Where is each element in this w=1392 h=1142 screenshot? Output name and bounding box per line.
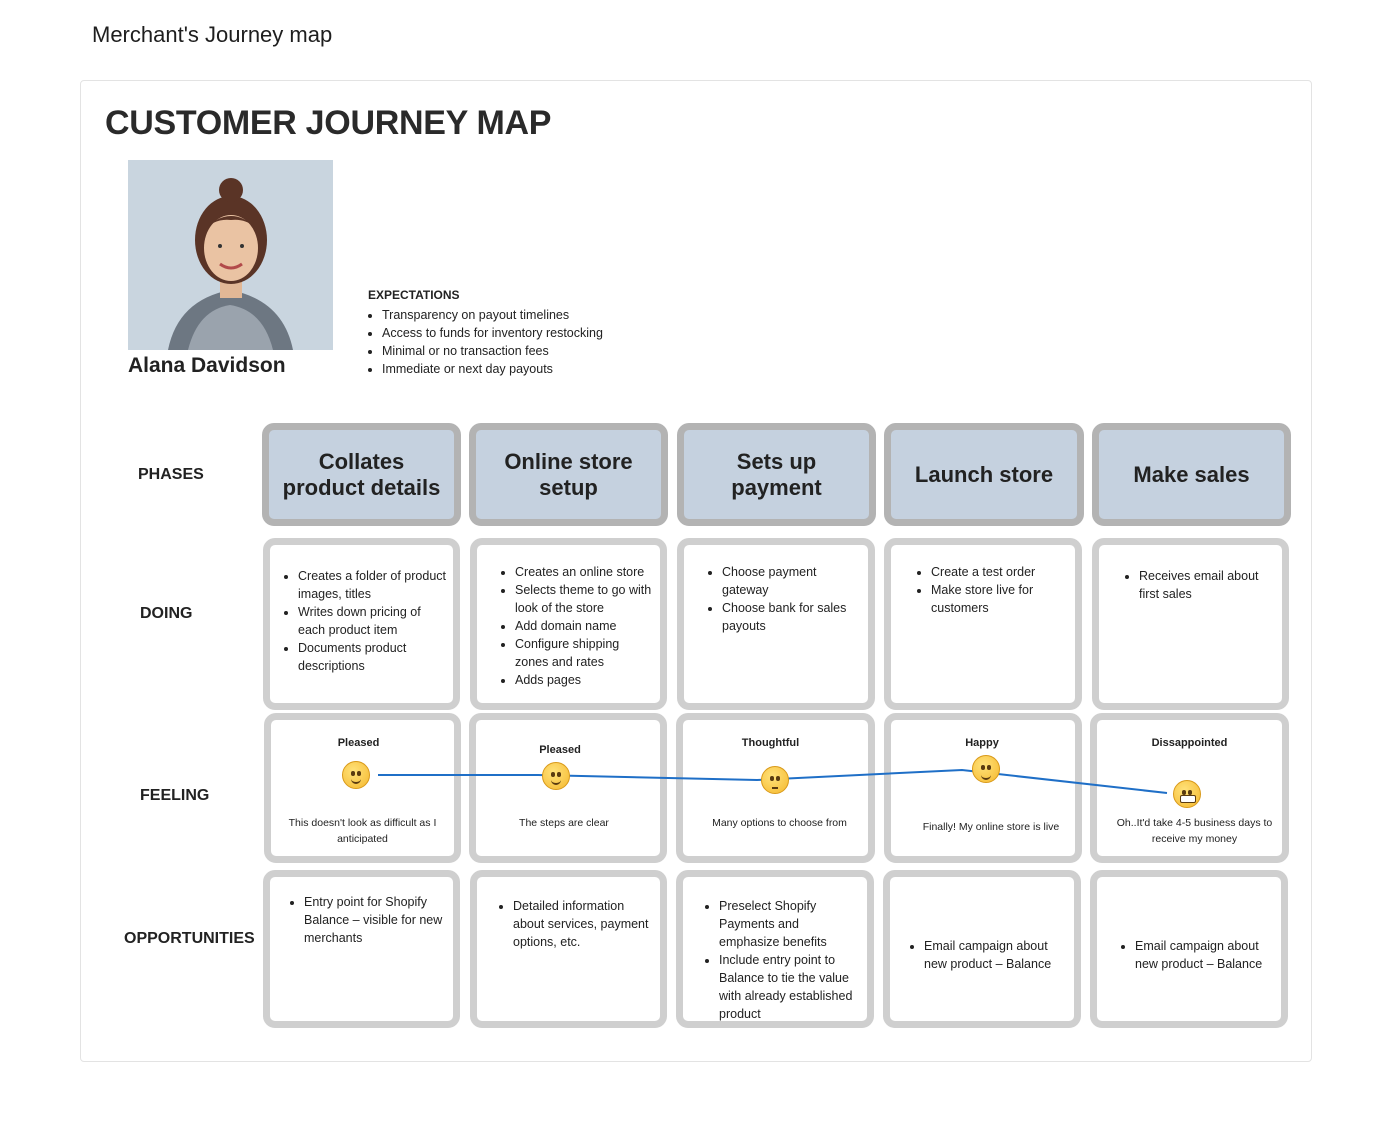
feeling-note: Oh..It'd take 4-5 business days to recei… bbox=[1116, 817, 1273, 845]
doing-list: Receives email about first sales bbox=[1121, 567, 1272, 603]
expectations-title: EXPECTATIONS bbox=[368, 288, 460, 302]
expectation-item: Minimal or no transaction fees bbox=[382, 342, 603, 360]
feeling-note: This doesn't look as difficult as I anti… bbox=[288, 817, 437, 845]
doing-item: Make store live for customers bbox=[931, 581, 1065, 617]
phase-title: Online store setup bbox=[504, 448, 633, 500]
feeling-card: Pleased This doesn't look as difficult a… bbox=[264, 713, 461, 863]
phase-title: Collates product details bbox=[282, 448, 441, 500]
feeling-label: Pleased bbox=[539, 744, 581, 756]
expectations-block: EXPECTATIONS Transparency on payout time… bbox=[368, 288, 603, 378]
feeling-label: Dissappointed bbox=[1151, 737, 1228, 749]
doing-item: Create a test order bbox=[931, 563, 1065, 581]
opportunity-list: Entry point for Shopify Balance – visibl… bbox=[286, 893, 447, 947]
phase-card: Make sales bbox=[1092, 423, 1291, 526]
doing-item: Writes down pricing of each product item bbox=[298, 603, 447, 639]
monocle-face-icon bbox=[761, 766, 789, 794]
doing-item: Selects theme to go with look of the sto… bbox=[515, 581, 654, 617]
opportunity-card: Email campaign about new product – Balan… bbox=[883, 870, 1081, 1028]
doing-item: Adds pages bbox=[515, 671, 654, 689]
doing-list: Create a test order Make store live for … bbox=[913, 563, 1065, 617]
opportunity-item: Preselect Shopify Payments and emphasize… bbox=[719, 897, 859, 951]
doing-item: Choose payment gateway bbox=[722, 563, 858, 599]
feeling-card: Happy Finally! My online store is live bbox=[884, 713, 1082, 863]
persona-portrait-icon bbox=[128, 160, 333, 350]
persona-name: Alana Davidson bbox=[128, 354, 286, 377]
doing-item: Receives email about first sales bbox=[1139, 567, 1272, 603]
slightly-smiling-face-icon bbox=[542, 762, 570, 790]
row-label-opportunities: OPPORTUNITIES bbox=[124, 930, 255, 947]
opportunity-list: Email campaign about new product – Balan… bbox=[1117, 937, 1273, 973]
opportunity-card: Detailed information about services, pay… bbox=[470, 870, 667, 1028]
feeling-note: Finally! My online store is live bbox=[922, 821, 1060, 833]
row-label-feeling: FEELING bbox=[140, 787, 210, 804]
doing-list: Creates an online store Selects theme to… bbox=[507, 563, 654, 689]
opportunity-list: Detailed information about services, pay… bbox=[495, 897, 650, 951]
doing-card: Creates a folder of product images, titl… bbox=[263, 538, 460, 710]
phase-card: Online store setup bbox=[469, 423, 668, 526]
doing-item: Choose bank for sales payouts bbox=[722, 599, 858, 635]
doing-card: Choose payment gateway Choose bank for s… bbox=[677, 538, 875, 710]
expectations-list: Transparency on payout timelines Access … bbox=[368, 306, 603, 378]
feeling-note: Many options to choose from bbox=[712, 817, 847, 829]
smiling-face-icon bbox=[972, 755, 1000, 783]
expectation-item: Access to funds for inventory restocking bbox=[382, 324, 603, 342]
opportunity-card: Email campaign about new product – Balan… bbox=[1090, 870, 1288, 1028]
slightly-smiling-face-icon bbox=[342, 761, 370, 789]
doing-item: Configure shipping zones and rates bbox=[515, 635, 654, 671]
opportunity-item: Entry point for Shopify Balance – visibl… bbox=[304, 893, 447, 947]
feeling-label: Happy bbox=[965, 737, 999, 749]
expectation-item: Transparency on payout timelines bbox=[382, 306, 603, 324]
expectation-item: Immediate or next day payouts bbox=[382, 360, 603, 378]
opportunity-list: Email campaign about new product – Balan… bbox=[906, 937, 1064, 973]
phase-title: Sets up payment bbox=[731, 448, 822, 500]
emotion-curve-line bbox=[378, 768, 1168, 794]
persona-photo bbox=[128, 160, 333, 350]
row-label-phases: PHASES bbox=[138, 466, 204, 483]
opportunity-item: Detailed information about services, pay… bbox=[513, 897, 650, 951]
row-label-doing: DOING bbox=[140, 605, 193, 622]
phase-title: Launch store bbox=[914, 461, 1054, 487]
doing-item: Add domain name bbox=[515, 617, 654, 635]
feeling-note: The steps are clear bbox=[519, 817, 609, 829]
phase-card: Collates product details bbox=[262, 423, 461, 526]
doing-item: Documents product descriptions bbox=[298, 639, 447, 675]
doing-card: Receives email about first sales bbox=[1092, 538, 1289, 710]
phase-title: Make sales bbox=[1133, 461, 1250, 487]
map-title: CUSTOMER JOURNEY MAP bbox=[105, 104, 552, 142]
doing-list: Choose payment gateway Choose bank for s… bbox=[704, 563, 858, 635]
opportunity-item: Email campaign about new product – Balan… bbox=[1135, 937, 1273, 973]
doing-card: Creates an online store Selects theme to… bbox=[470, 538, 667, 710]
opportunity-item: Include entry point to Balance to tie th… bbox=[719, 951, 859, 1023]
doing-item: Creates a folder of product images, titl… bbox=[298, 567, 447, 603]
doing-card: Create a test order Make store live for … bbox=[884, 538, 1082, 710]
opportunity-list: Preselect Shopify Payments and emphasize… bbox=[701, 897, 859, 1023]
doing-item: Creates an online store bbox=[515, 563, 654, 581]
page-label: Merchant's Journey map bbox=[92, 22, 333, 47]
phase-card: Sets up payment bbox=[677, 423, 876, 526]
doing-list: Creates a folder of product images, titl… bbox=[280, 567, 447, 675]
phase-card: Launch store bbox=[884, 423, 1084, 526]
opportunity-card: Entry point for Shopify Balance – visibl… bbox=[263, 870, 460, 1028]
opportunity-card: Preselect Shopify Payments and emphasize… bbox=[676, 870, 874, 1028]
opportunity-item: Email campaign about new product – Balan… bbox=[924, 937, 1064, 973]
feeling-label: Thoughtful bbox=[741, 737, 800, 749]
feeling-label: Pleased bbox=[337, 737, 380, 749]
feeling-card: Pleased The steps are clear bbox=[469, 713, 667, 863]
grimacing-face-icon bbox=[1173, 780, 1201, 808]
